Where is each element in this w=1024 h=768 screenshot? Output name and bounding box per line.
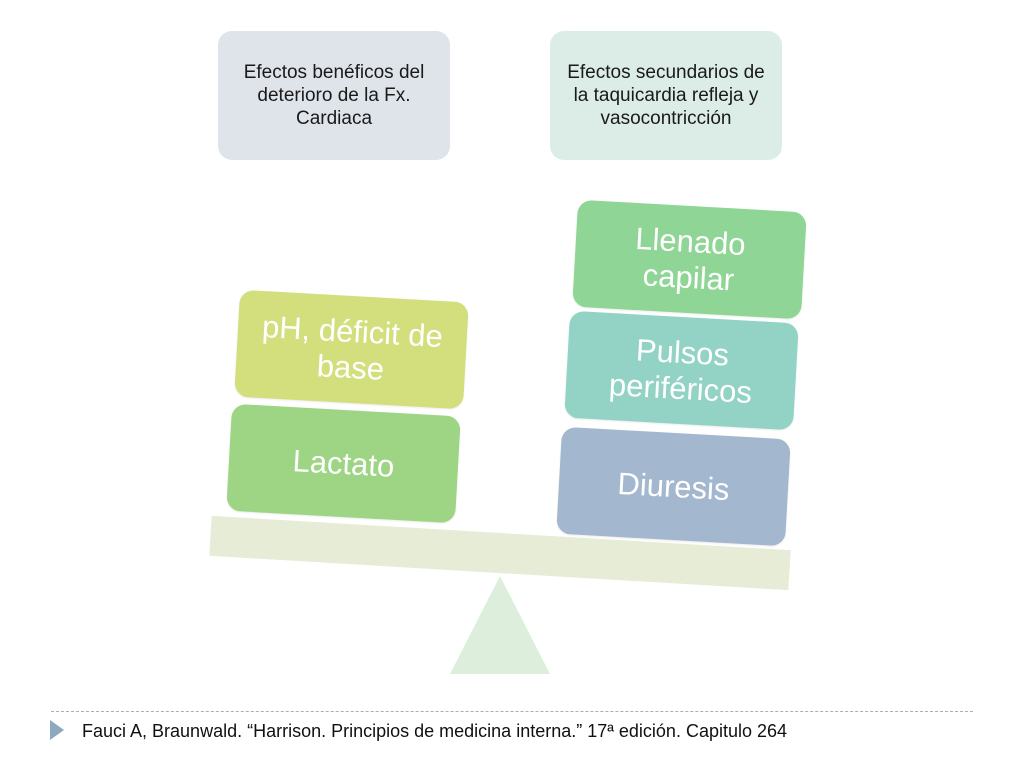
diuresis-block: Diuresis — [556, 426, 791, 547]
fulcrum-triangle — [450, 576, 550, 674]
pulsos-perifericos-block: Pulsos periféricos — [564, 310, 799, 431]
beneficial-effects-box: Efectos benéficos del deterioro de la Fx… — [218, 31, 450, 160]
ph-deficit-label: pH, déficit de base — [261, 308, 444, 387]
diuresis-label: Diuresis — [616, 465, 731, 507]
pulsos-perifericos-label: Pulsos periféricos — [608, 331, 753, 410]
beneficial-effects-label: Efectos benéficos del deterioro de la Fx… — [243, 62, 425, 129]
llenado-capilar-block: Llenado capilar — [572, 199, 807, 320]
llenado-capilar-label: Llenado capilar — [634, 220, 747, 297]
lactato-block: Lactato — [226, 403, 461, 524]
lactato-label: Lactato — [291, 442, 396, 484]
secondary-effects-box: Efectos secundarios de la taquicardia re… — [550, 31, 782, 160]
bullet-triangle-icon — [50, 720, 64, 740]
footer-divider — [51, 711, 973, 712]
secondary-effects-label: Efectos secundarios de la taquicardia re… — [567, 62, 765, 129]
footer-citation: Fauci A, Braunwald. “Harrison. Principio… — [82, 721, 788, 741]
ph-deficit-block: pH, déficit de base — [234, 289, 469, 410]
